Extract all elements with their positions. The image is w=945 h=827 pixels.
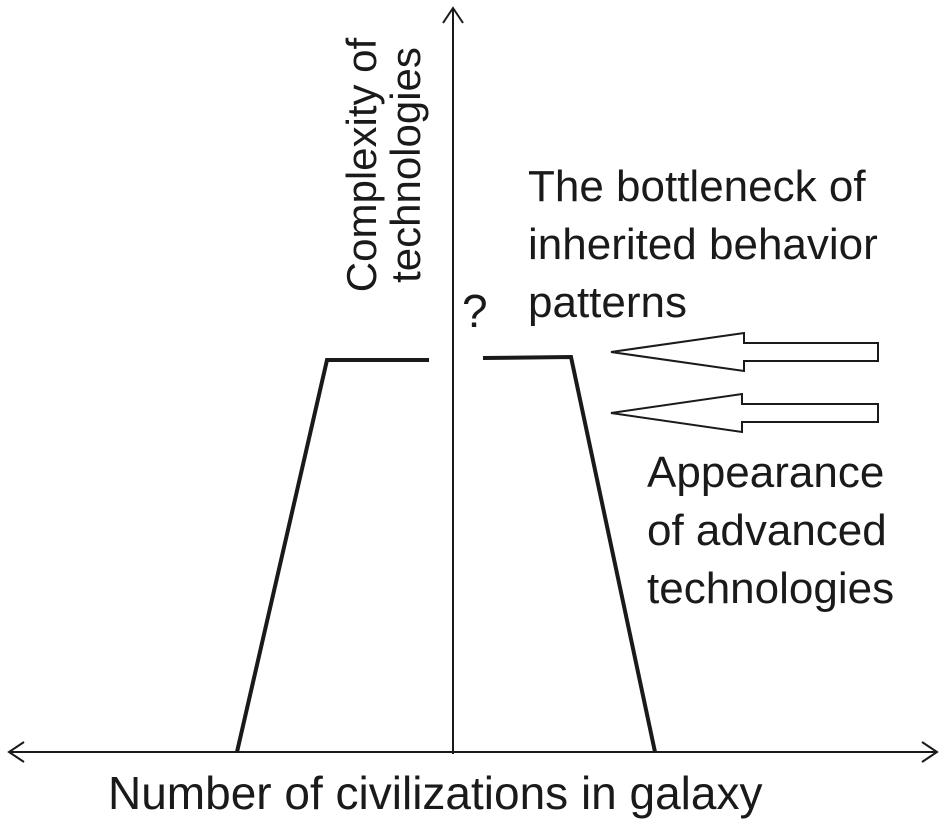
bottleneck-line-1: The bottleneck of	[528, 162, 866, 211]
appearance-line-1: Appearance	[647, 448, 885, 497]
appearance-line-2: of advanced	[647, 506, 887, 555]
question-mark: ?	[462, 285, 488, 337]
bottleneck-arrow	[610, 331, 879, 373]
bottleneck-line-3: patterns	[528, 278, 687, 327]
y-axis-label-line-2: technologies	[382, 47, 429, 283]
y-axis-label: Complexity of technologies	[338, 10, 429, 320]
bottleneck-annotation: The bottleneck of inherited behavior pat…	[528, 158, 878, 332]
x-axis-right-arrowhead	[921, 741, 939, 763]
bottleneck-line-2: inherited behavior	[528, 220, 878, 269]
x-axis-left-arrowhead	[7, 741, 25, 763]
appearance-arrow	[610, 392, 879, 434]
appearance-annotation: Appearance of advanced technologies	[647, 444, 894, 618]
y-axis-arrowhead	[442, 6, 464, 24]
left-curve	[235, 358, 429, 753]
right-curve	[482, 354, 657, 753]
x-axis-label: Number of civilizations in galaxy	[108, 767, 763, 819]
appearance-line-3: technologies	[647, 564, 895, 613]
y-axis-label-line-1: Complexity of	[338, 37, 385, 293]
